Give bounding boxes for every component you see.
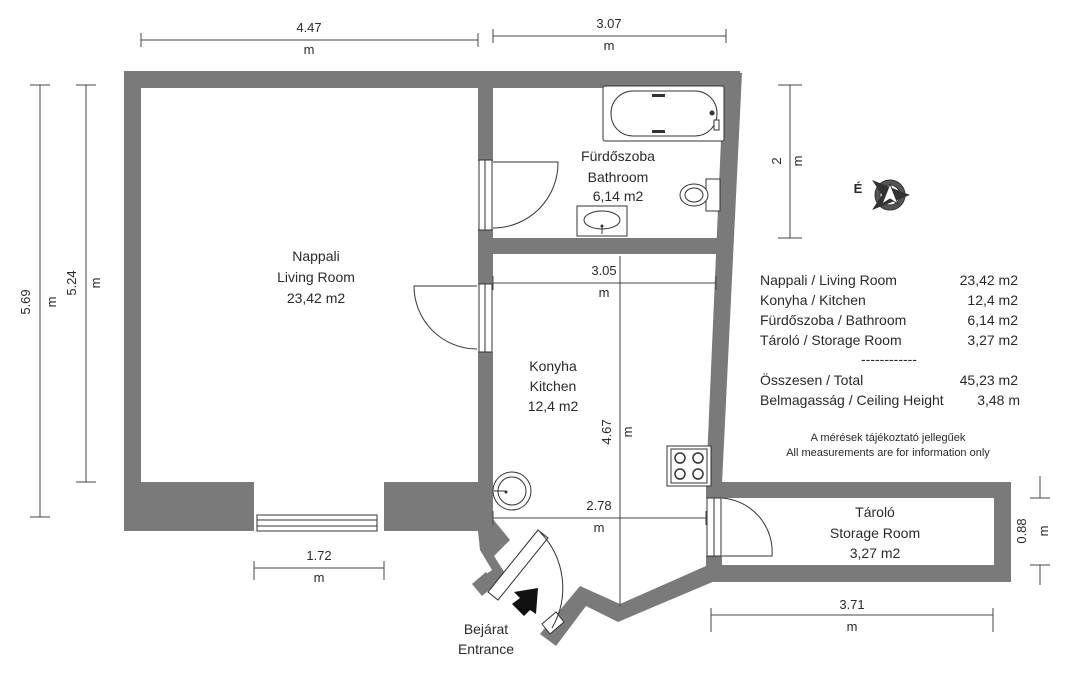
door-frame-entrance-lower <box>541 611 565 635</box>
compass-icon <box>872 179 910 211</box>
compass: É <box>854 179 910 211</box>
kitchen-area: 12,4 m2 <box>528 398 579 414</box>
dim-storage-width-unit: m <box>847 619 858 634</box>
toilet-icon <box>679 178 721 212</box>
bathroom-area: 6,14 m2 <box>593 188 644 204</box>
dimension-labels: 4.47 m 3.07 m 5.69 m 5.24 m 2 m 3.05 m 4… <box>18 16 1051 634</box>
kitchen-sink-icon <box>492 471 532 511</box>
window-living <box>256 514 378 532</box>
wall-entrance-jamb-left <box>472 572 496 596</box>
dim-window-value: 1.72 <box>306 548 331 563</box>
dim-storage-height-value: 0.88 <box>1014 518 1029 543</box>
dim-bath-height-value: 2 <box>769 157 784 164</box>
dim-kitchen-width-unit: m <box>599 285 610 300</box>
legend-row-value: 3,27 m2 <box>967 332 1018 348</box>
legend-total-value: 45,23 m2 <box>960 372 1019 388</box>
wall-living-left <box>124 71 141 531</box>
fixtures <box>492 85 725 511</box>
wall-top <box>124 71 740 88</box>
storage-name-en: Storage Room <box>830 525 920 541</box>
dim-top-right-unit: m <box>604 38 615 53</box>
wall-storage-bottom <box>706 565 1011 582</box>
wall-living-bottom-left <box>124 482 254 531</box>
door-swing-bathroom <box>492 161 559 229</box>
area-legend: Nappali / Living Room 23,42 m2 Konyha / … <box>760 272 1020 408</box>
wall-partition-lower <box>478 352 493 531</box>
stove-icon <box>666 445 712 487</box>
legend-row-value: 12,4 m2 <box>967 292 1018 308</box>
storage-area: 3,27 m2 <box>850 545 901 561</box>
dim-left-outer-value: 5.69 <box>18 289 33 314</box>
door-swing-entrance <box>539 531 564 629</box>
dim-kitchen-height-unit: m <box>620 427 635 438</box>
dim-kitchen-bottom-value: 2.78 <box>586 498 611 513</box>
dim-top-left-unit: m <box>304 42 315 57</box>
dim-top-left-value: 4.47 <box>296 20 321 35</box>
walls <box>124 71 1011 646</box>
wall-living-bottom-right <box>384 482 492 531</box>
dim-left-inner-value: 5.24 <box>64 270 79 295</box>
note-line-hu: A mérések tájékoztató jellegűek <box>811 432 966 444</box>
wall-entrance-left <box>472 518 510 590</box>
dimension-lines <box>30 29 1050 632</box>
legend-row-value: 23,42 m2 <box>960 272 1019 288</box>
dim-kitchen-height-value: 4.67 <box>599 419 614 444</box>
bathroom-sink-icon <box>576 205 628 237</box>
dim-storage-width-value: 3.71 <box>839 597 864 612</box>
dim-kitchen-bottom-unit: m <box>594 520 605 535</box>
kitchen-name-hu: Konyha <box>529 358 577 374</box>
wall-partition-upper <box>478 71 493 161</box>
dim-left-inner-unit: m <box>88 278 103 289</box>
compass-north-label: É <box>854 181 863 196</box>
door-swing-storage <box>721 497 773 557</box>
legend-row-name: Tároló / Storage Room <box>760 332 902 348</box>
wall-kitchen-bottom <box>540 565 722 646</box>
living-room-area: 23,42 m2 <box>287 290 346 306</box>
entrance-name-en: Entrance <box>458 641 514 657</box>
kitchen-name-en: Kitchen <box>530 378 577 394</box>
dim-top-right-value: 3.07 <box>596 16 621 31</box>
bathroom-name-en: Bathroom <box>588 169 649 185</box>
bathroom-name-hu: Fürdőszoba <box>581 148 655 164</box>
door-swing-living <box>413 285 478 350</box>
dim-left-outer-unit: m <box>44 297 59 308</box>
dim-window-unit: m <box>314 570 325 585</box>
dim-kitchen-width-value: 3.05 <box>591 263 616 278</box>
legend-ceiling-name: Belmagasság / Ceiling Height <box>760 392 944 408</box>
wall-storage-right <box>994 482 1011 582</box>
living-room-name-hu: Nappali <box>292 248 339 264</box>
legend-row-value: 6,14 m2 <box>967 312 1018 328</box>
storage-name-hu: Tároló <box>855 504 895 520</box>
dim-bath-height-unit: m <box>790 156 805 167</box>
legend-row-name: Fürdőszoba / Bathroom <box>760 312 906 328</box>
entrance-arrow-icon <box>512 588 538 616</box>
room-labels: Nappali Living Room 23,42 m2 Fürdőszoba … <box>277 148 920 657</box>
wall-partition-mid <box>478 229 493 284</box>
openings <box>256 159 773 635</box>
door-frame-entrance <box>487 529 549 601</box>
wall-right-slanted <box>706 71 742 484</box>
legend-separator: ------------ <box>861 351 917 367</box>
entrance-name-hu: Bejárat <box>464 621 508 637</box>
disclaimer-note: A mérések tájékoztató jellegűek All meas… <box>786 432 990 459</box>
legend-row-name: Konyha / Kitchen <box>760 292 866 308</box>
note-line-en: All measurements are for information onl… <box>786 447 990 459</box>
dim-storage-height-unit: m <box>1036 526 1051 537</box>
wall-storage-top <box>706 482 1011 498</box>
wall-bath-kitchen <box>478 238 723 254</box>
legend-total-name: Összesen / Total <box>760 371 863 388</box>
bathtub-icon <box>602 85 725 142</box>
legend-row-name: Nappali / Living Room <box>760 272 897 288</box>
living-room-name-en: Living Room <box>277 269 355 285</box>
legend-ceiling-value: 3,48 m <box>977 392 1020 408</box>
